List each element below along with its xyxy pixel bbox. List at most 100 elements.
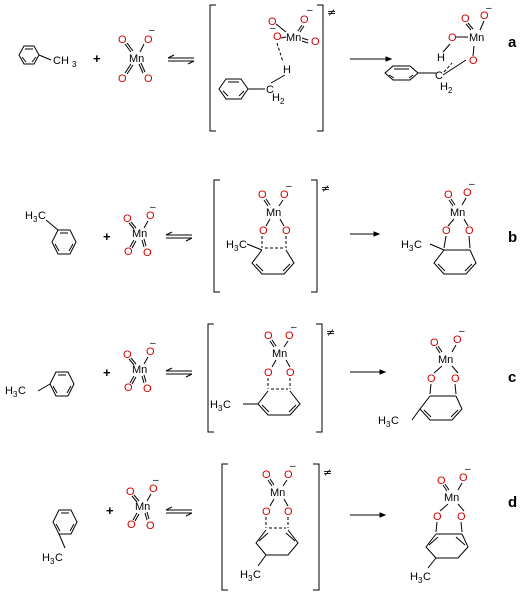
- svg-text:H: H: [283, 64, 291, 76]
- toluene-c: H 3 C: [5, 371, 75, 399]
- svg-text:3: 3: [33, 215, 38, 224]
- svg-text:–: –: [486, 3, 492, 14]
- equilibrium-arrow: [167, 54, 195, 65]
- svg-text:O: O: [463, 187, 472, 199]
- permanganate-b: O O – Mn O O: [123, 202, 156, 259]
- svg-text:H: H: [410, 571, 418, 583]
- svg-text:H: H: [210, 399, 218, 411]
- svg-text:O: O: [282, 225, 291, 237]
- svg-text:O: O: [437, 475, 446, 487]
- svg-text:O: O: [469, 55, 478, 67]
- svg-text:C: C: [414, 239, 422, 251]
- row-d: H 3 C + O O – Mn O O ≠ O O –: [42, 461, 517, 591]
- svg-text:O: O: [427, 373, 436, 385]
- permanganate-c: O O – Mn O O: [123, 338, 156, 395]
- svg-text:O: O: [442, 225, 451, 237]
- svg-text:–: –: [150, 338, 156, 349]
- svg-text:O: O: [444, 189, 453, 201]
- svg-text:C: C: [266, 84, 274, 96]
- svg-text:O: O: [457, 511, 466, 523]
- svg-text:C: C: [253, 569, 261, 581]
- svg-text:–: –: [270, 23, 276, 34]
- svg-text:O: O: [465, 225, 474, 237]
- svg-text:Mn: Mn: [270, 487, 285, 499]
- row-label-a: a: [508, 34, 517, 51]
- svg-text:O: O: [123, 213, 132, 225]
- svg-text:2: 2: [280, 97, 285, 106]
- svg-text:H: H: [437, 52, 445, 64]
- svg-text:O: O: [461, 13, 470, 25]
- svg-text:≠: ≠: [326, 326, 335, 339]
- equilibrium-arrow: [165, 506, 193, 517]
- svg-text:Mn: Mn: [438, 354, 453, 366]
- permanganate-a: O O – Mn O O: [118, 25, 155, 85]
- svg-text:3: 3: [234, 244, 239, 253]
- transition-state-a: ≠ O O – Mn O O – H C H 2: [209, 4, 336, 132]
- svg-text:O: O: [273, 31, 282, 43]
- svg-text:+: +: [103, 229, 111, 244]
- transition-state-c: ≠ O O – Mn O O H 3 C: [207, 322, 335, 433]
- svg-text:Mn: Mn: [132, 364, 147, 376]
- svg-text:O: O: [143, 383, 152, 395]
- svg-text:≠: ≠: [323, 466, 332, 479]
- svg-text:O: O: [311, 36, 320, 48]
- svg-text:3: 3: [50, 557, 55, 566]
- svg-text:O: O: [286, 367, 295, 379]
- svg-text:O: O: [149, 483, 158, 495]
- svg-text:O: O: [144, 73, 153, 85]
- permanganate-d: O O – Mn O O: [126, 475, 159, 532]
- svg-text:C: C: [18, 385, 26, 397]
- svg-text:Mn: Mn: [469, 32, 484, 44]
- svg-text:O: O: [430, 337, 439, 349]
- svg-text:O: O: [268, 16, 277, 28]
- svg-text:C: C: [223, 399, 231, 411]
- row-label-b: b: [508, 229, 517, 246]
- reaction-arrow: [350, 231, 381, 237]
- svg-text:–: –: [307, 5, 313, 16]
- transition-state-mark: ≠: [327, 6, 336, 19]
- svg-text:2: 2: [448, 86, 453, 95]
- row-label-d: d: [508, 494, 517, 511]
- svg-text:O: O: [118, 34, 127, 46]
- svg-text:Mn: Mn: [132, 228, 147, 240]
- svg-text:H: H: [25, 210, 33, 222]
- svg-text:O: O: [264, 367, 273, 379]
- svg-text:3: 3: [409, 244, 414, 253]
- svg-text:≠: ≠: [321, 182, 330, 195]
- svg-text:O: O: [146, 346, 155, 358]
- reaction-arrow: [350, 369, 387, 375]
- svg-text:O: O: [433, 511, 442, 523]
- svg-text:O: O: [146, 210, 155, 222]
- svg-text:H: H: [240, 569, 248, 581]
- svg-text:Mn: Mn: [450, 207, 465, 219]
- svg-text:O: O: [480, 10, 489, 22]
- transition-state-b: ≠ O O – Mn O O H 3 C: [213, 179, 330, 293]
- product-b: O O – Mn O O H 3 C: [401, 179, 477, 275]
- svg-text:C: C: [38, 210, 46, 222]
- svg-text:H: H: [378, 415, 386, 427]
- transition-state-d: ≠ O O – Mn O O H 3 C: [221, 461, 332, 591]
- svg-text:3: 3: [248, 574, 253, 583]
- svg-text:–: –: [149, 25, 155, 36]
- product-d: O O – Mn O O H 3 C: [410, 464, 471, 585]
- svg-text:–: –: [291, 322, 297, 333]
- toluene-d: H 3 C: [42, 509, 78, 566]
- row-b: H 3 C + O O – Mn O O ≠ O O –: [25, 179, 517, 293]
- svg-text:O: O: [124, 246, 133, 258]
- svg-text:–: –: [459, 326, 465, 337]
- product-a: C H 2 H O Mn O O – O: [384, 3, 492, 95]
- svg-text:3: 3: [218, 404, 223, 413]
- svg-text:O: O: [127, 519, 136, 531]
- svg-text:H: H: [272, 92, 280, 104]
- svg-text:O: O: [146, 520, 155, 532]
- toluene-b: H 3 C: [25, 210, 77, 255]
- svg-text:O: O: [285, 330, 294, 342]
- svg-text:O: O: [300, 14, 309, 26]
- svg-text:O: O: [448, 32, 457, 44]
- svg-text:–: –: [469, 179, 475, 190]
- svg-text:Mn: Mn: [135, 501, 150, 513]
- svg-text:–: –: [290, 461, 296, 472]
- svg-text:–: –: [150, 202, 156, 213]
- equilibrium-arrow: [165, 231, 193, 242]
- svg-text:3: 3: [386, 420, 391, 429]
